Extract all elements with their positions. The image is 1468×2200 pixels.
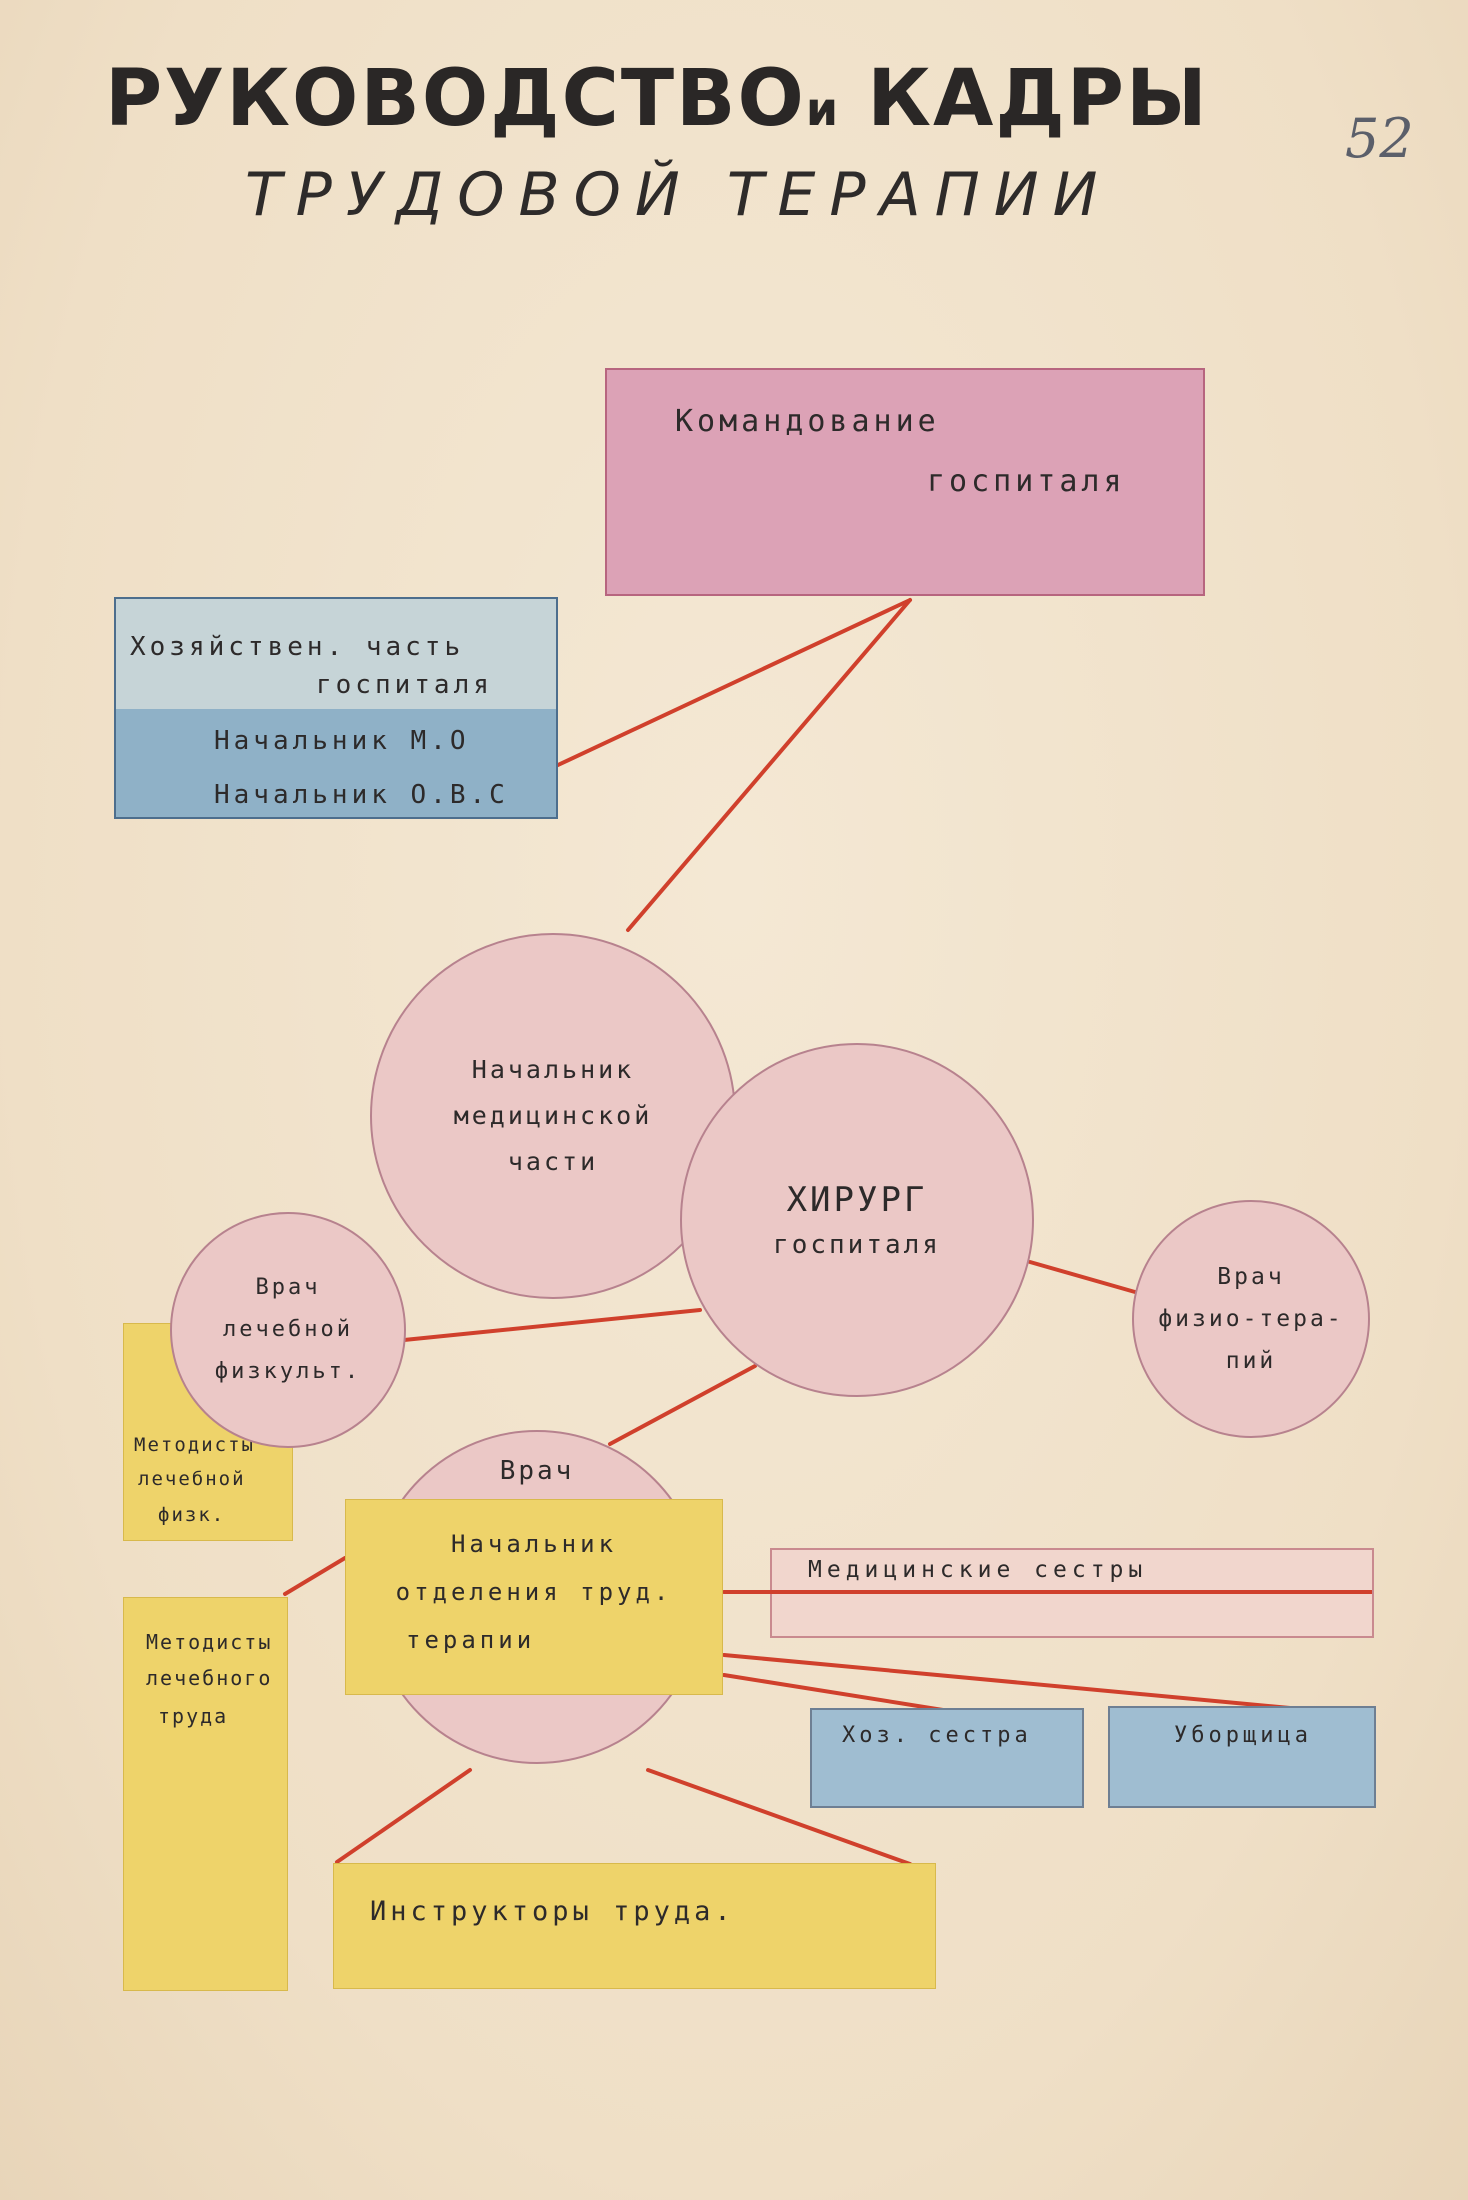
nurses-label: Медицинские сестры [808,1557,1148,1583]
line-surgeon-to-labor-doctor [608,1364,757,1446]
surgeon-label-line2: госпиталя [773,1230,941,1260]
title-conjunction: и [805,82,839,136]
labor-doctor-label: Врач [499,1456,575,1486]
household-label-line1: Хозяйствен. часть [130,632,465,662]
household-row-mo-label: Начальник М.О [214,726,470,756]
cleaner-box: Уборщица [1108,1706,1376,1808]
surgeon-circle: ХИРУРГ госпиталя [680,1043,1034,1397]
line-chief-to-house-sister [722,1673,945,1712]
labor-chief-box: Начальник отделения труд. терапии [345,1499,723,1695]
title-word-2: КАДРЫ [867,54,1209,144]
page-title: РУКОВОДСТВОи КАДРЫ [105,60,1375,138]
labor-methodists-line1: Методисты [146,1630,273,1654]
command-box: Командование госпиталя [605,368,1205,596]
house-sister-box: Хоз. сестра [810,1708,1084,1808]
line-chief-to-cleaner [722,1653,1292,1710]
command-label-line1: Командование [675,404,940,439]
household-header: Хозяйствен. часть госпиталя [116,599,556,710]
line-chief-to-labor-methodists [283,1556,347,1596]
page-subtitle: ТРУДОВОЙ ТЕРАПИИ [245,160,1112,230]
lfk-methodists-line3: физк. [158,1504,226,1526]
household-label-line2: госпиталя [316,670,493,700]
physio-label-line3: пий [1225,1348,1277,1374]
line-labor-doctor-to-instructors-right [646,1768,912,1866]
nurses-box: Медицинские сестры [770,1548,1374,1638]
labor-methodists-line2: лечебного [146,1666,273,1690]
labor-chief-label-line1: Начальник [450,1530,618,1558]
lfk-methodists-line2: лечебной [138,1468,246,1490]
line-surgeon-to-physio [1028,1260,1137,1294]
household-row-ovs: Начальник О.В.С [116,767,556,817]
labor-chief-label-line2: отделения труд. [395,1578,673,1606]
line-command-to-household [556,598,912,767]
labor-methodists-line3: труда [158,1704,229,1728]
med-chief-label-line1: Начальник [471,1055,635,1084]
med-chief-label-line2: медицинской [453,1101,653,1130]
instructors-box: Инструкторы труда. [333,1863,936,1989]
house-sister-label: Хоз. сестра [842,1723,1032,1748]
line-command-to-med-chief [626,598,912,932]
household-row-ovs-label: Начальник О.В.С [214,780,509,810]
instructors-label: Инструкторы труда. [370,1896,735,1927]
lfk-methodists-line1: Методисты [134,1434,255,1456]
physio-label-line1: Врач [1217,1264,1285,1290]
med-chief-label-line3: части [507,1147,599,1176]
labor-chief-label-line3: терапии [406,1626,536,1654]
lfk-doctor-label-line3: физкульт. [214,1359,362,1384]
title-word-1: РУКОВОДСТВО [105,54,806,144]
physio-doctor-circle: Врач физио-тера- пий [1132,1200,1370,1438]
surgeon-label-line1: ХИРУРГ [786,1180,928,1220]
lfk-doctor-circle: Врач лечебной физкульт. [170,1212,406,1448]
page-number: 52 [1345,107,1414,170]
cleaner-label: Уборщица [1174,1723,1312,1748]
physio-label-line2: физио-тера- [1158,1306,1344,1332]
household-box: Хозяйствен. часть госпиталя Начальник М.… [114,597,558,819]
household-row-mo: Начальник М.О [116,709,556,768]
med-chief-circle: Начальник медицинской части [370,933,736,1299]
lfk-doctor-label-line2: лечебной [223,1317,353,1342]
labor-methodists-box: Методисты лечебного труда [123,1597,288,1991]
line-labor-doctor-to-instructors-left [335,1768,472,1864]
command-label-line2: госпиталя [927,464,1126,499]
lfk-doctor-label-line1: Врач [255,1275,321,1300]
line-surgeon-to-lfk-doctor [402,1308,702,1342]
